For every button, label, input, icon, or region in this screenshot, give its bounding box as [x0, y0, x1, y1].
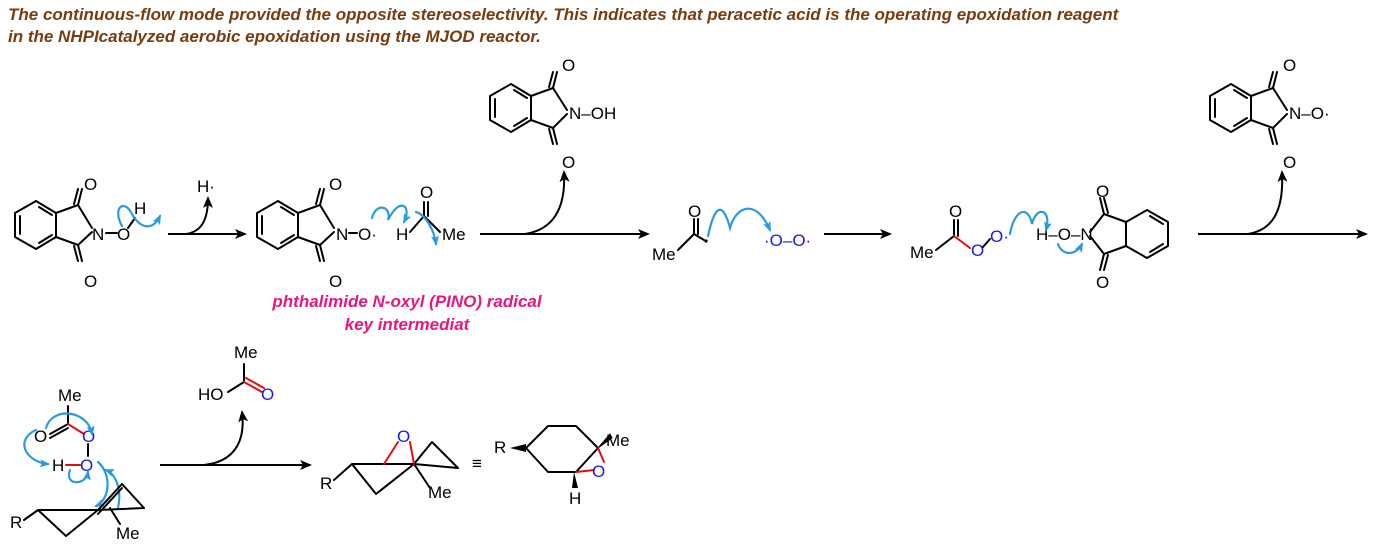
caption-line-1: The continuous-flow mode provided the op…: [8, 5, 1119, 24]
reaction-arrow-2: [480, 170, 650, 239]
peracid-transition-state: Me O O H O R Me: [10, 386, 145, 543]
atom-o: O: [420, 183, 433, 202]
electron-push-arrow: [414, 210, 439, 246]
acetic-acid-molecule: Me HO O: [198, 343, 274, 404]
released-pino-molecule: O O N–O·: [1209, 56, 1330, 172]
electron-push-arrow: [23, 428, 50, 468]
atom-o: O: [84, 272, 97, 291]
atom-r: R: [10, 513, 22, 532]
atom-me: Me: [428, 483, 452, 502]
atom-h: H: [569, 489, 581, 508]
curved-arrow: [524, 170, 570, 235]
electron-push-arrow: [44, 412, 95, 436]
atom-o-blue: O: [80, 456, 93, 475]
atom-o: O: [949, 202, 962, 221]
equivalence-sign: ≡: [472, 454, 482, 473]
atom-me: Me: [910, 243, 934, 262]
h-o-n-label: H–O–N: [1036, 225, 1093, 244]
atom-h: H: [396, 225, 408, 244]
reaction-arrow-5: [160, 410, 312, 470]
atom-o: O: [1096, 273, 1109, 292]
electron-push-arrow: [706, 207, 772, 238]
pino-radical-molecule: O O N O· H O Me: [256, 175, 466, 291]
electron-push-arrow: [117, 204, 162, 228]
atom-me: Me: [234, 343, 258, 362]
atom-r: R: [494, 438, 506, 457]
atom-n: N: [336, 225, 348, 244]
atom-o: O: [84, 175, 97, 194]
atom-o: O: [34, 427, 47, 446]
atom-o-blue: O: [82, 427, 95, 446]
curved-arrow: [185, 196, 213, 235]
atom-o: O: [329, 175, 342, 194]
atom-ho: HO: [198, 385, 224, 404]
atom-r: R: [320, 474, 332, 493]
electron-push-arrow: [104, 468, 121, 510]
n-o-radical-label: N–O·: [1289, 104, 1330, 123]
epoxide-product-chair: R O Me: [320, 427, 459, 502]
acylperoxy-and-nhpi: Me O O O· H–O–N O O: [910, 182, 1169, 292]
atom-me: Me: [442, 225, 466, 244]
n-oh-label: N–OH: [569, 104, 616, 123]
atom-o-radical: O·: [358, 225, 377, 244]
atom-o: O: [1283, 56, 1296, 75]
atom-o: O: [1096, 182, 1109, 201]
dioxygen-label: ·O–O·: [764, 231, 811, 250]
reaction-arrow-4: [1198, 170, 1368, 239]
released-nhpi-molecule: O O N–OH: [489, 56, 616, 172]
curved-arrow: [1247, 170, 1288, 235]
curved-arrow: [203, 410, 249, 466]
atom-me: Me: [58, 386, 82, 405]
atom-o: O: [329, 272, 342, 291]
electron-push-arrow: [1008, 210, 1052, 236]
atom-o: O: [1283, 153, 1296, 172]
electron-push-arrow: [94, 460, 109, 508]
atom-me: Me: [116, 524, 140, 543]
atom-me: Me: [652, 245, 676, 264]
pino-label-line-2: key intermediat: [345, 315, 471, 334]
electron-push-arrow: [67, 468, 91, 484]
reaction-arrow-1: H·: [168, 177, 247, 239]
atom-o-blue: O: [592, 462, 605, 481]
atom-o-blue: O: [971, 241, 984, 260]
atom-o: O: [562, 56, 575, 75]
atom-o: O: [562, 153, 575, 172]
caption-line-2: in the NHPIcatalyzed aerobic epoxidation…: [8, 27, 541, 46]
atom-o-blue: O: [397, 427, 410, 446]
atom-h: H: [52, 456, 64, 475]
nhpi-molecule: O O N O H: [14, 175, 162, 291]
electron-push-arrow: [1056, 242, 1084, 255]
electron-push-arrow: [370, 204, 412, 224]
pino-label-line-1: phthalimide N-oxyl (PINO) radical: [271, 292, 542, 311]
atom-n: N: [92, 225, 104, 244]
epoxide-product-flat: R Me O H: [494, 425, 630, 508]
atom-o: O: [688, 202, 701, 221]
atom-me: Me: [606, 431, 630, 450]
caption: The continuous-flow mode provided the op…: [8, 4, 1368, 48]
atom-h: H: [134, 199, 146, 218]
h-radical-label: H·: [197, 177, 215, 196]
atom-o: O: [117, 225, 130, 244]
atom-o-radical-blue: O·: [990, 227, 1009, 246]
acyl-radical-and-oxygen: Me O ·O–O·: [652, 202, 811, 264]
atom-o-blue: O: [261, 385, 274, 404]
